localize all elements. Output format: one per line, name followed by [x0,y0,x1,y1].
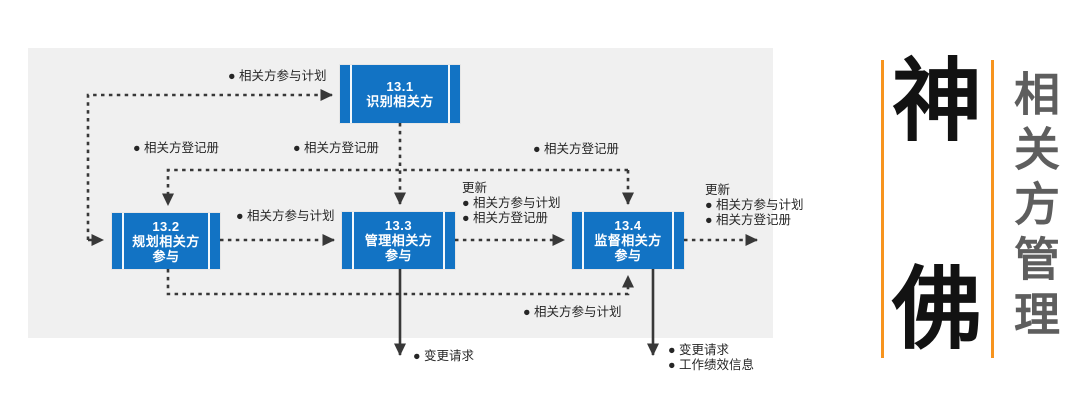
node-inset-line [352,212,354,269]
label-updates-right: 更新 ● 相关方参与计划 ● 相关方登记册 [705,183,804,228]
node-label: 13.1 识别相关方 [366,79,434,109]
brand-characters: 神 佛 [884,56,990,356]
node-inset-line [672,212,674,269]
node-label: 13.3 管理相关方 参与 [365,218,433,263]
node-number: 13.3 [384,218,413,233]
label-updates-title: 更新 [462,181,488,195]
label-updates-line: ● 相关方参与计划 [462,196,561,210]
label-engagement-plan-top: ● 相关方参与计划 [228,69,327,83]
node-name: 规划相关方 [132,233,200,249]
brand-character-fo: 佛 [892,257,982,362]
node-inset-line [582,212,584,269]
node-name: 管理相关方 [364,233,433,248]
label-change-request: ● 变更请求 [413,349,475,363]
node-name: 监督相关方 [594,233,662,248]
node-number: 13.4 [614,218,642,233]
node-name: 参与 [152,248,180,264]
node-number: 13.1 [386,79,414,94]
label-engagement-plan-bottom: ● 相关方参与计划 [523,305,622,319]
node-inset-line [443,212,445,269]
node-inset-line [350,65,352,123]
node-inset-line [122,213,124,269]
node-name: 参与 [614,248,642,263]
node-inset-line [448,65,450,123]
label-register-left: ● 相关方登记册 [133,141,220,155]
accent-divider-right [991,60,994,358]
label-engagement-plan-mid: ● 相关方参与计划 [236,209,335,223]
label-updates-mid: 更新 ● 相关方参与计划 ● 相关方登记册 [462,181,561,226]
label-updates-line: ● 相关方登记册 [705,213,792,227]
process-node-13-4: 13.4 监督相关方 参与 [572,212,684,269]
node-name: 识别相关方 [366,94,434,109]
node-name: 参与 [384,248,412,263]
label-register-right: ● 相关方登记册 [533,142,620,156]
label-updates-line: ● 相关方参与计划 [705,198,804,212]
label-updates-line: ● 相关方登记册 [462,211,549,225]
process-node-13-2: 13.2 规划相关方 参与 [112,213,220,269]
node-label: 13.4 监督相关方 参与 [594,218,662,263]
label-updates-title: 更新 [705,183,731,197]
node-inset-line [208,213,210,269]
process-node-13-1: 13.1 识别相关方 [340,65,460,123]
process-node-13-3: 13.3 管理相关方 参与 [342,212,455,269]
vertical-title: 相关方管理 [1007,70,1061,345]
accent-divider-left [881,60,884,358]
label-register-mid: ● 相关方登记册 [293,141,380,155]
node-label: 13.2 规划相关方 参与 [132,219,200,264]
label-13-4-outputs: ● 变更请求 ● 工作绩效信息 [668,343,754,373]
node-number: 13.2 [152,218,180,234]
brand-character-shen: 神 [892,49,982,154]
label-output-line: ● 变更请求 [668,343,730,357]
label-output-line: ● 工作绩效信息 [668,358,755,372]
